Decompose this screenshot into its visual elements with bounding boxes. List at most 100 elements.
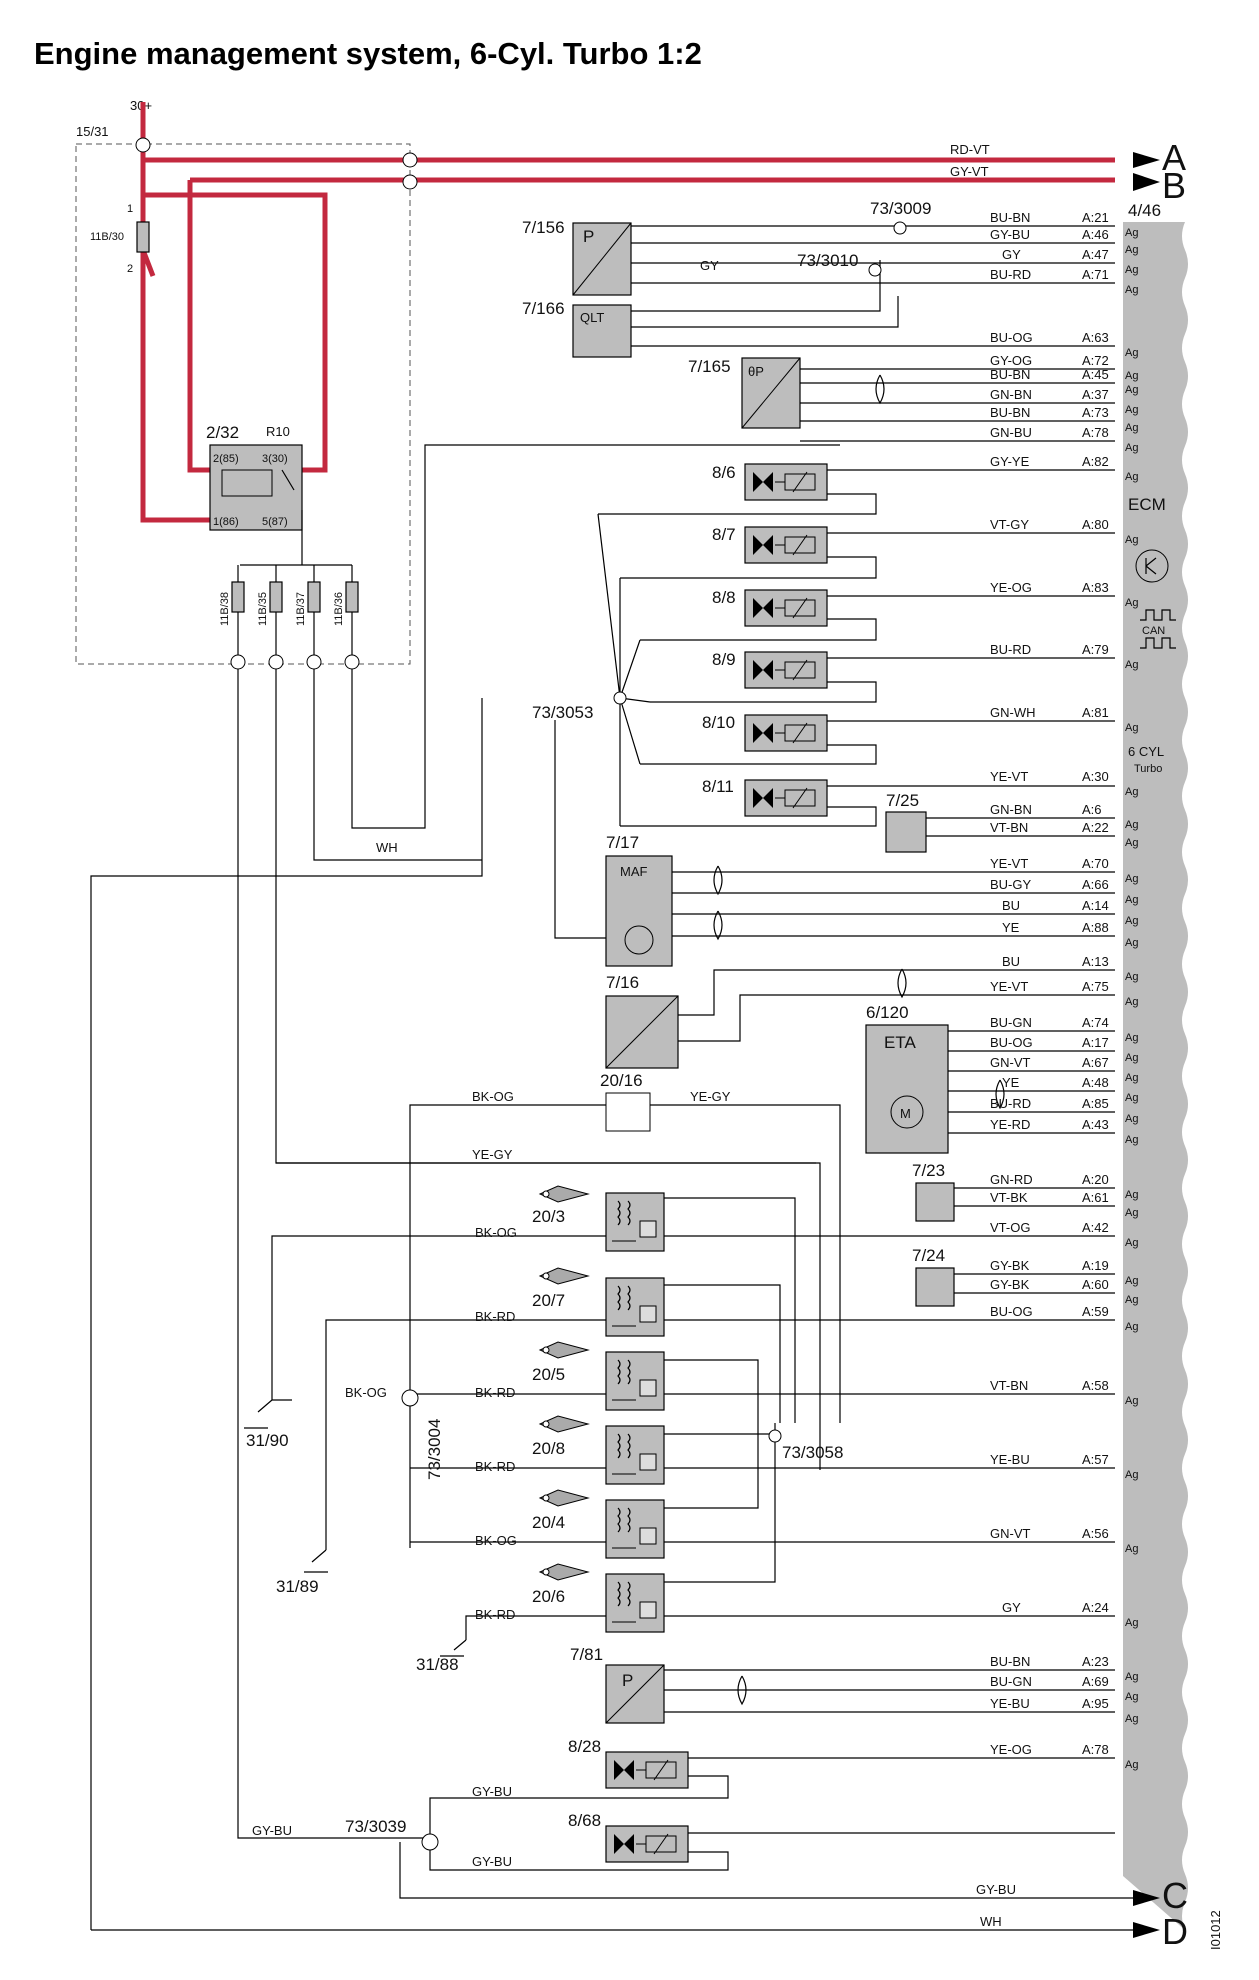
ground-31-90: 31/90 xyxy=(246,1431,289,1450)
ecm-wire-color: GN-VT xyxy=(990,1055,1031,1070)
ecm-wire-color: GY-OG xyxy=(990,353,1032,368)
ecm-pin: A:71 xyxy=(1082,267,1109,282)
svg-text:WH: WH xyxy=(980,1914,1002,1929)
ecm-pin: A:47 xyxy=(1082,247,1109,262)
connector-b: B xyxy=(1162,165,1186,206)
svg-text:20/16: 20/16 xyxy=(600,1071,643,1090)
svg-text:20/6: 20/6 xyxy=(532,1587,565,1606)
ecm-pin-suffix: Ag xyxy=(1125,1469,1138,1481)
wire-bk-og-1: BK-OG xyxy=(472,1089,514,1104)
sensor-7-25 xyxy=(885,811,927,853)
wire-gy-bu-1: GY-BU xyxy=(252,1823,292,1838)
ecm-pin-suffix: Ag xyxy=(1125,786,1138,798)
ecm-pin-suffix: Ag xyxy=(1125,1134,1138,1146)
ecm-wire-color: YE-OG xyxy=(990,580,1032,595)
ecm-wire-color: BU-BN xyxy=(990,405,1030,420)
ecm-wire-color: BU xyxy=(1002,954,1020,969)
svg-text:20/4: 20/4 xyxy=(532,1513,565,1532)
svg-text:7/23: 7/23 xyxy=(912,1161,945,1180)
ecm-pin-suffix: Ag xyxy=(1125,1294,1138,1306)
wire-gy-vt: GY-VT xyxy=(950,164,989,179)
ecm-pin: A:43 xyxy=(1082,1117,1109,1132)
ecm-pin: A:60 xyxy=(1082,1277,1109,1292)
ecm-label: ECM xyxy=(1128,495,1166,514)
ecm-pin: A:17 xyxy=(1082,1035,1109,1050)
ecm-pin-suffix: Ag xyxy=(1125,244,1138,256)
ecm-wire-color: GY-YE xyxy=(990,454,1030,469)
svg-text:MAF: MAF xyxy=(620,864,648,879)
svg-text:θP: θP xyxy=(748,364,764,379)
splice-73-3010: 73/3010 xyxy=(797,251,858,270)
ecm-pin: A:20 xyxy=(1082,1172,1109,1187)
ignition-coils xyxy=(605,1192,665,1633)
ecm-pin-suffix: Ag xyxy=(1125,1113,1138,1125)
ecm-pin: A:42 xyxy=(1082,1220,1109,1235)
ecm-wire-color: BU-OG xyxy=(990,1035,1033,1050)
ecm-wire-color: YE-RD xyxy=(990,1117,1030,1132)
ecm-pin-suffix: Ag xyxy=(1125,404,1138,416)
ecm-body xyxy=(1123,222,1188,1930)
svg-text:BK-OG: BK-OG xyxy=(345,1385,387,1400)
ecm-pin-suffix: Ag xyxy=(1125,1189,1138,1201)
ecm-pin-suffix: Ag xyxy=(1125,1275,1138,1287)
maf-sensor xyxy=(605,855,673,967)
ecm-wire-color: YE xyxy=(1002,1075,1020,1090)
main-fuse xyxy=(136,221,150,253)
svg-text:8/68: 8/68 xyxy=(568,1811,601,1830)
svg-text:YE-GY: YE-GY xyxy=(472,1147,513,1162)
svg-text:BK-RD: BK-RD xyxy=(475,1309,515,1324)
ecm-pin: A:85 xyxy=(1082,1096,1109,1111)
svg-text:BK-RD: BK-RD xyxy=(475,1607,515,1622)
ecm-pin-suffix: Ag xyxy=(1125,996,1138,1008)
svg-text:2(85): 2(85) xyxy=(213,453,239,465)
ecm-pin: A:57 xyxy=(1082,1452,1109,1467)
svg-text:2: 2 xyxy=(127,263,133,275)
ecm-pin-suffix: Ag xyxy=(1125,971,1138,983)
ecm-wire-color: GN-BU xyxy=(990,425,1032,440)
ecm-wire-color: GN-RD xyxy=(990,1172,1033,1187)
ecm-pin: A:78 xyxy=(1082,425,1109,440)
ecm-pin-suffix: Ag xyxy=(1125,370,1138,382)
connector-a: A xyxy=(1162,137,1186,178)
ecm-pin-suffix: Ag xyxy=(1125,1032,1138,1044)
sensor-7-166 xyxy=(572,304,632,358)
ecm-wire-color: BU-GN xyxy=(990,1674,1032,1689)
svg-text:7/166: 7/166 xyxy=(522,299,565,318)
svg-text:GY-BU: GY-BU xyxy=(472,1854,512,1869)
svg-text:8/6: 8/6 xyxy=(712,463,736,482)
ecm-sub2: Turbo xyxy=(1134,763,1162,775)
ecm-pin: A:70 xyxy=(1082,856,1109,871)
ecm-wire-color: BU-GN xyxy=(990,1015,1032,1030)
svg-text:8/10: 8/10 xyxy=(702,713,735,732)
ecm-pin-suffix: Ag xyxy=(1125,1395,1138,1407)
ecm-pin-suffix: Ag xyxy=(1125,1713,1138,1725)
svg-text:11B/36: 11B/36 xyxy=(333,592,345,626)
relay-r10 xyxy=(209,444,303,531)
ecm-pin-suffix: Ag xyxy=(1125,1092,1138,1104)
ecm-pin-suffix: Ag xyxy=(1125,837,1138,849)
ecm-pin: A:6 xyxy=(1082,802,1102,817)
ecm-code: 4/46 xyxy=(1128,201,1161,220)
svg-text:GY-BU: GY-BU xyxy=(472,1784,512,1799)
capacitor-20-16 xyxy=(605,1092,651,1132)
ecm-pin: A:80 xyxy=(1082,517,1109,532)
ecm-wire-color: BU-GY xyxy=(990,877,1032,892)
ecm-wire-color: YE-VT xyxy=(990,856,1028,871)
svg-text:20/3: 20/3 xyxy=(532,1207,565,1226)
ecm-pin: A:13 xyxy=(1082,954,1109,969)
b30-node xyxy=(135,137,151,153)
ecm-pin: A:58 xyxy=(1082,1378,1109,1393)
ecm-wire-color: YE-VT xyxy=(990,979,1028,994)
supply-ref: 15/31 xyxy=(76,124,109,139)
splice-73-3009: 73/3009 xyxy=(870,199,931,218)
svg-text:11B/38: 11B/38 xyxy=(219,592,231,626)
ecm-pin-suffix: Ag xyxy=(1125,264,1138,276)
ecm-pin: A:22 xyxy=(1082,820,1109,835)
svg-text:8/9: 8/9 xyxy=(712,650,736,669)
main-fuse-label: 11B/30 xyxy=(90,231,124,243)
ecm-pin-suffix: Ag xyxy=(1125,422,1138,434)
ecm-pin: A:72 xyxy=(1082,353,1109,368)
ecm-pin: A:95 xyxy=(1082,1696,1109,1711)
eta-throttle xyxy=(865,1024,949,1154)
